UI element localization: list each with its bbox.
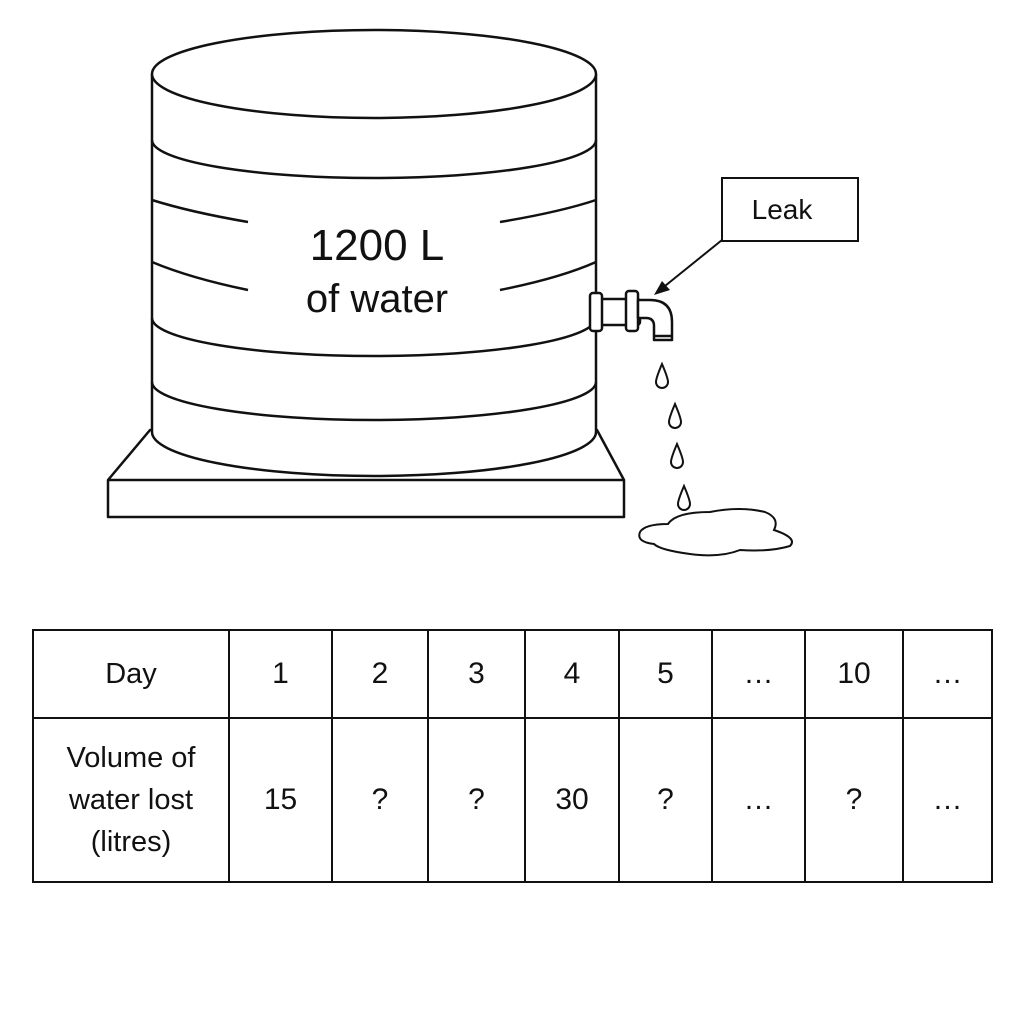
volume-header-line: Volume of	[66, 741, 196, 774]
day-cell: 3	[427, 629, 526, 719]
day-cell: 1	[228, 629, 333, 719]
volume-cell: 15	[228, 717, 333, 883]
volume-cell: ?	[331, 717, 429, 883]
tank-band	[499, 198, 597, 224]
water-loss-table: Day 1 2 3 4 5 … 10 … Volume of water los…	[32, 629, 993, 883]
water-puddle	[638, 508, 793, 557]
leak-label-box	[721, 177, 859, 242]
water-droplet	[667, 401, 683, 429]
day-cell: 2	[331, 629, 429, 719]
volume-cell: …	[902, 717, 993, 883]
volume-row: Volume of water lost (litres) 15 ? ? 30 …	[32, 717, 993, 883]
water-droplet	[669, 441, 685, 469]
volume-cell: ?	[427, 717, 526, 883]
leak-callout: Leak	[654, 177, 859, 295]
water-tank-illustration: 1200 L of water Leak	[106, 28, 859, 557]
tank-band	[150, 139, 598, 180]
volume-cell: ?	[618, 717, 713, 883]
tank-band	[151, 198, 249, 224]
tank-band	[499, 260, 597, 292]
tank-band	[151, 260, 249, 292]
tank-capacity-label: 1200 L	[310, 221, 445, 270]
water-droplet	[654, 361, 670, 389]
leak-arrow	[659, 239, 723, 291]
tank-contents-label: of water	[306, 277, 448, 321]
water-droplets	[654, 361, 692, 511]
volume-cell: …	[711, 717, 806, 883]
volume-header-line: (litres)	[90, 826, 172, 859]
tap	[588, 289, 674, 342]
volume-header: Volume of water lost (litres)	[32, 717, 230, 883]
day-cell: 10	[804, 629, 904, 719]
day-cell: …	[711, 629, 806, 719]
volume-header-line: water lost	[68, 783, 194, 816]
day-header: Day	[32, 629, 230, 719]
leak-label: Leak	[752, 194, 814, 225]
volume-cell: 30	[524, 717, 620, 883]
water-droplet	[676, 483, 692, 511]
day-cell: 4	[524, 629, 620, 719]
day-row: Day 1 2 3 4 5 … 10 …	[32, 629, 993, 719]
leak-arrowhead	[654, 281, 670, 295]
day-cell: …	[902, 629, 993, 719]
tank-body	[150, 28, 598, 478]
tank-band	[150, 317, 598, 358]
day-cell: 5	[618, 629, 713, 719]
volume-cell: ?	[804, 717, 904, 883]
tank-band	[150, 381, 598, 422]
